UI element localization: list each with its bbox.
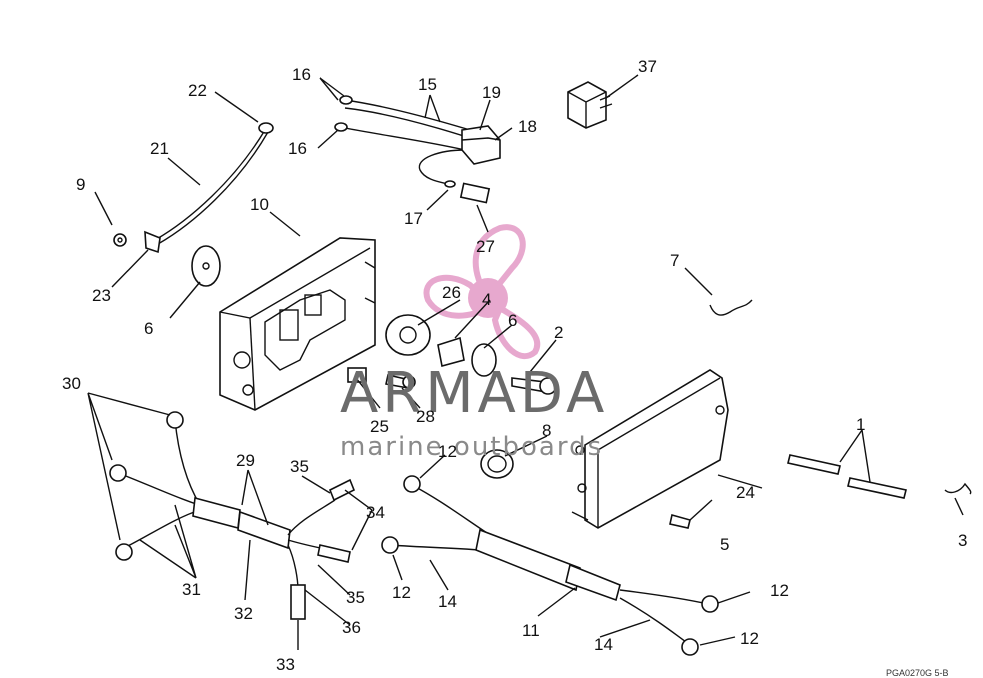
leader-lines xyxy=(87,74,964,650)
callout-29: 29 xyxy=(236,451,255,470)
callout-23: 23 xyxy=(92,286,111,305)
callout-36: 36 xyxy=(342,618,361,637)
callout-8: 8 xyxy=(542,421,551,440)
callout-15: 15 xyxy=(418,75,437,94)
drawing-code: PGA0270G 5-B xyxy=(886,668,949,678)
cd-module-housing xyxy=(219,237,376,411)
callout-32: 32 xyxy=(234,604,253,623)
callout-3: 3 xyxy=(958,531,967,550)
callout-19: 19 xyxy=(482,83,501,102)
callout-17: 17 xyxy=(404,209,423,228)
washer-left-hole xyxy=(202,262,210,270)
pins xyxy=(787,454,907,499)
watermark-tagline: marine outboards xyxy=(340,432,603,462)
callout-11: 11 xyxy=(522,621,540,640)
callout-14-a: 14 xyxy=(438,592,457,611)
clip-3 xyxy=(944,482,972,495)
clamp xyxy=(480,449,514,479)
clip-7 xyxy=(709,299,753,316)
relay xyxy=(567,81,613,129)
left-harness xyxy=(109,411,291,561)
washer-left xyxy=(191,245,221,287)
callout-25: 25 xyxy=(370,417,389,436)
watermark-logo xyxy=(423,224,541,360)
power-pack xyxy=(571,369,729,529)
callout-34: 34 xyxy=(366,503,385,522)
callout-35-a: 35 xyxy=(290,457,309,476)
screw-5 xyxy=(669,514,691,529)
watermark-brand: ARMADA xyxy=(340,361,608,426)
callout-22: 22 xyxy=(188,81,207,100)
callout-9: 9 xyxy=(76,175,85,194)
callout-16-a: 16 xyxy=(292,65,311,84)
callout-4: 4 xyxy=(482,290,491,309)
callout-1: 1 xyxy=(856,415,865,434)
callout-35-b: 35 xyxy=(346,588,365,607)
callout-7: 7 xyxy=(670,251,679,270)
callout-33: 33 xyxy=(276,655,295,674)
upper-harness xyxy=(334,95,501,204)
middle-harness xyxy=(287,478,356,620)
callout-2: 2 xyxy=(554,323,563,342)
callout-12-c: 12 xyxy=(392,583,411,602)
callout-30: 30 xyxy=(62,374,81,393)
callout-12-b: 12 xyxy=(770,581,789,600)
callout-18: 18 xyxy=(518,117,537,136)
callout-31: 31 xyxy=(182,580,201,599)
callout-14-b: 14 xyxy=(594,635,613,654)
callout-12-d: 12 xyxy=(740,629,759,648)
callout-16-b: 16 xyxy=(288,139,307,158)
callout-6-left: 6 xyxy=(144,319,153,338)
callout-21: 21 xyxy=(150,139,169,158)
ground-strap xyxy=(113,122,274,254)
callout-labels: 1 2 3 4 5 6 6 7 8 9 10 11 12 12 12 12 14… xyxy=(62,57,967,674)
callout-28: 28 xyxy=(416,407,435,426)
callout-5: 5 xyxy=(720,535,729,554)
callout-12-a: 12 xyxy=(438,442,457,461)
callout-37: 37 xyxy=(638,57,657,76)
callout-10: 10 xyxy=(250,195,269,214)
callout-6-center: 6 xyxy=(508,311,517,330)
callout-24: 24 xyxy=(736,483,755,502)
callout-27: 27 xyxy=(476,237,495,256)
right-harness xyxy=(381,475,719,656)
callout-26: 26 xyxy=(442,283,461,302)
